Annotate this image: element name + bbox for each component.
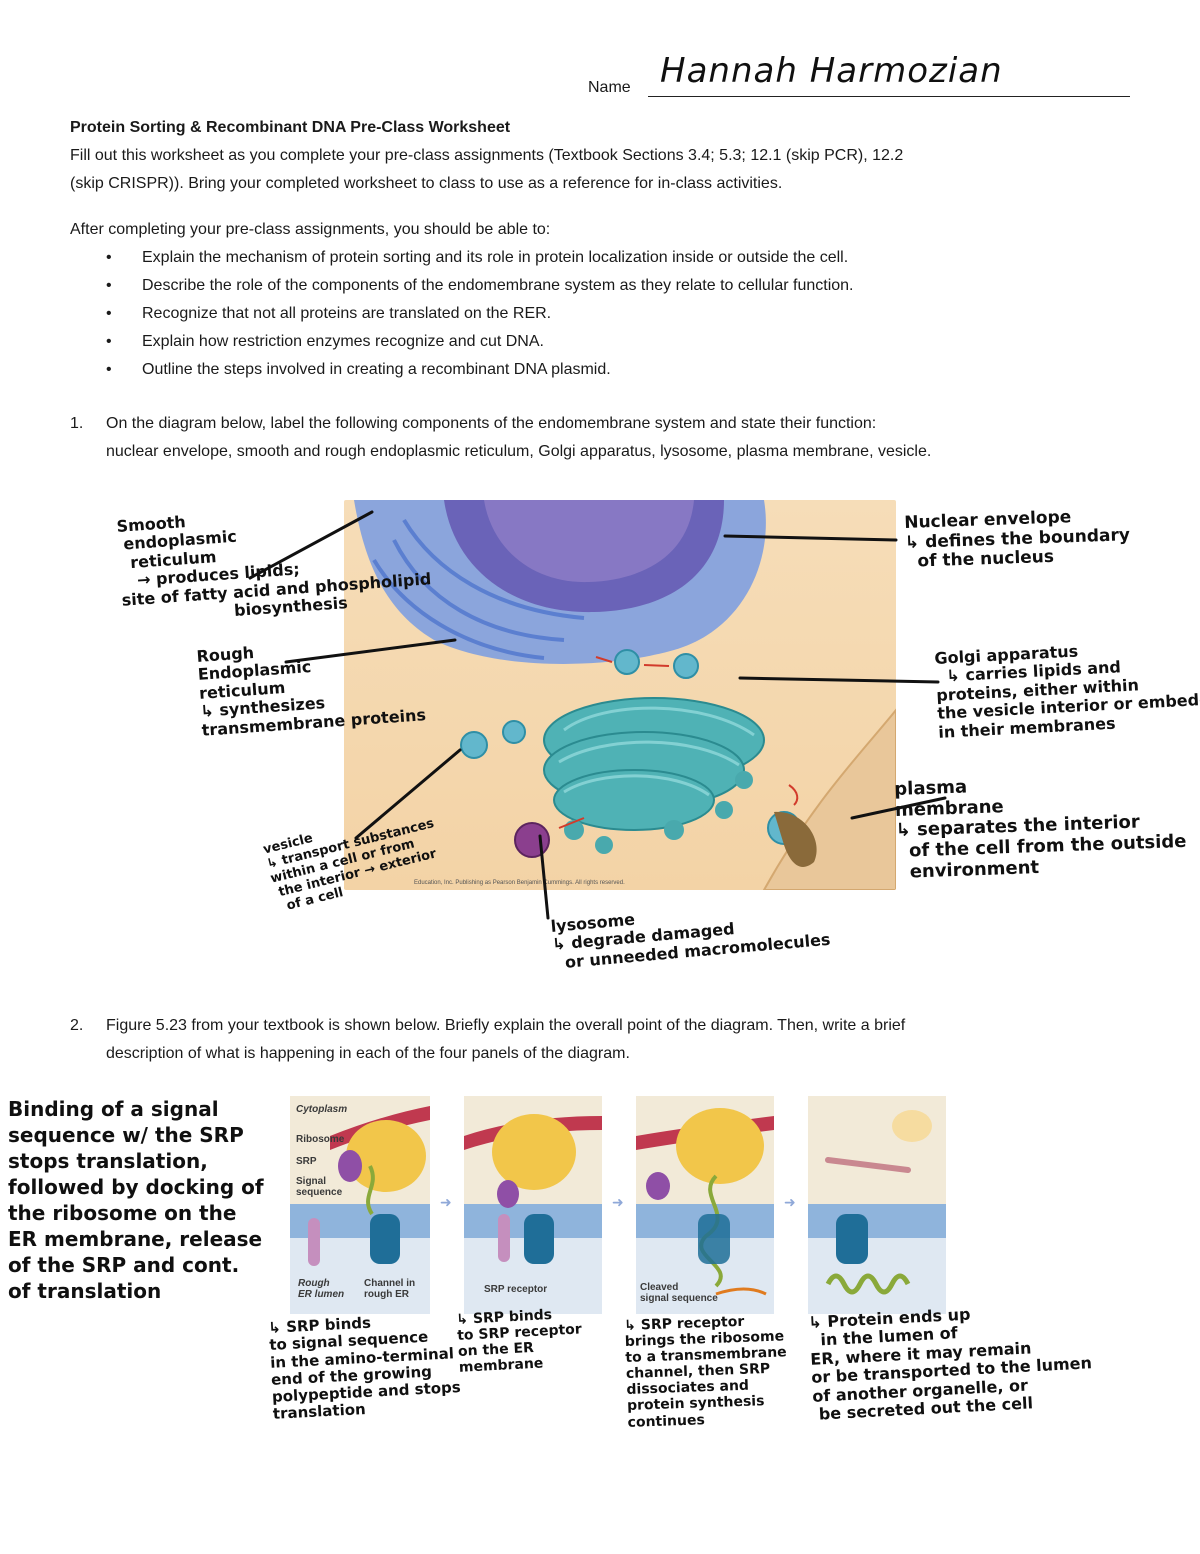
worksheet-title: Protein Sorting & Recombinant DNA Pre-Cl… — [70, 119, 511, 136]
answer-panel-4: ↳ Protein ends up in the lumen of ER, wh… — [807, 1304, 1093, 1424]
question-2-line-1: Figure 5.23 from your textbook is shown … — [106, 1017, 906, 1034]
answer-plasma-membrane: plasma membrane ↳ separates the interior… — [893, 776, 1187, 883]
srp-figure: Cytoplasm Ribosome SRP Signal sequence R… — [290, 1096, 946, 1314]
answer-overall-point: Binding of a signal sequence w/ the SRP … — [8, 1097, 264, 1303]
question-1: 1. On the diagram below, label the follo… — [70, 410, 1140, 466]
name-underline — [648, 96, 1130, 97]
label-ribosome: Ribosome — [296, 1134, 345, 1145]
question-1-number: 1. — [70, 415, 84, 432]
label-srp: SRP — [296, 1156, 317, 1167]
srp-panel-3: Cleaved signal sequence — [636, 1096, 774, 1314]
objective-item: Describe the role of the components of t… — [70, 272, 1130, 300]
label-srp-receptor: SRP receptor — [484, 1284, 548, 1295]
label-signal-sequence: Signal sequence — [296, 1176, 343, 1198]
name-label: Name — [588, 79, 631, 96]
intro-line-1: Fill out this worksheet as you complete … — [70, 147, 904, 164]
answer-panel-2: ↳ SRP binds to SRP receptor on the ER me… — [456, 1306, 583, 1377]
objective-item: Explain how restriction enzymes recogniz… — [70, 328, 1130, 356]
panel-arrow: ➜ — [784, 1194, 796, 1210]
answer-golgi: Golgi apparatus ↳ carries lipids and pro… — [933, 641, 1200, 742]
answer-panel-3: ↳ SRP receptor brings the ribosome to a … — [624, 1313, 787, 1431]
objective-item: Outline the steps involved in creating a… — [70, 356, 1130, 384]
answer-nuclear-envelope: Nuclear envelope ↳ defines the boundary … — [903, 507, 1131, 573]
answer-lysosome: lysosome ↳ degrade damaged or unneeded m… — [549, 909, 832, 973]
panel-arrow: ➜ — [440, 1194, 452, 1210]
srp-panel-4 — [808, 1096, 946, 1314]
objectives-heading: After completing your pre-class assignme… — [70, 221, 551, 238]
answer-rough-er: Rough Endoplasmic reticulum ↳ synthesize… — [195, 642, 427, 740]
objectives-list: Explain the mechanism of protein sorting… — [70, 244, 1130, 384]
objective-item: Explain the mechanism of protein sorting… — [70, 244, 1130, 272]
panel-arrow: ➜ — [612, 1194, 624, 1210]
question-2: 2. Figure 5.23 from your textbook is sho… — [70, 1012, 1140, 1068]
label-rough-er-lumen: Rough ER lumen — [298, 1278, 345, 1300]
intro-line-2: (skip CRISPR)). Bring your completed wor… — [70, 175, 783, 192]
srp-panel-1: Cytoplasm Ribosome SRP Signal sequence R… — [290, 1096, 430, 1314]
answer-smooth-er: Smooth endoplasmic reticulum → produces … — [115, 512, 432, 628]
question-1-line-1: On the diagram below, label the followin… — [106, 415, 877, 432]
endomembrane-illustration — [354, 500, 896, 890]
answer-panel-1: ↳ SRP binds to signal sequence in the am… — [267, 1313, 462, 1424]
label-channel: Channel in rough ER — [364, 1278, 416, 1300]
question-2-line-2: description of what is happening in each… — [106, 1045, 630, 1062]
endomembrane-diagram: Education, Inc. Publishing as Pearson Be… — [344, 500, 896, 890]
copyright-text: Education, Inc. Publishing as Pearson Be… — [414, 880, 625, 886]
name-value: Hannah Harmozian — [660, 51, 1003, 91]
label-cytoplasm: Cytoplasm — [296, 1104, 348, 1115]
label-cleaved-signal-sequence: Cleaved signal sequence — [640, 1282, 718, 1304]
question-1-line-2: nuclear envelope, smooth and rough endop… — [106, 443, 932, 460]
question-2-number: 2. — [70, 1017, 84, 1034]
srp-panel-2: SRP receptor — [464, 1096, 602, 1314]
objective-item: Recognize that not all proteins are tran… — [70, 300, 1130, 328]
